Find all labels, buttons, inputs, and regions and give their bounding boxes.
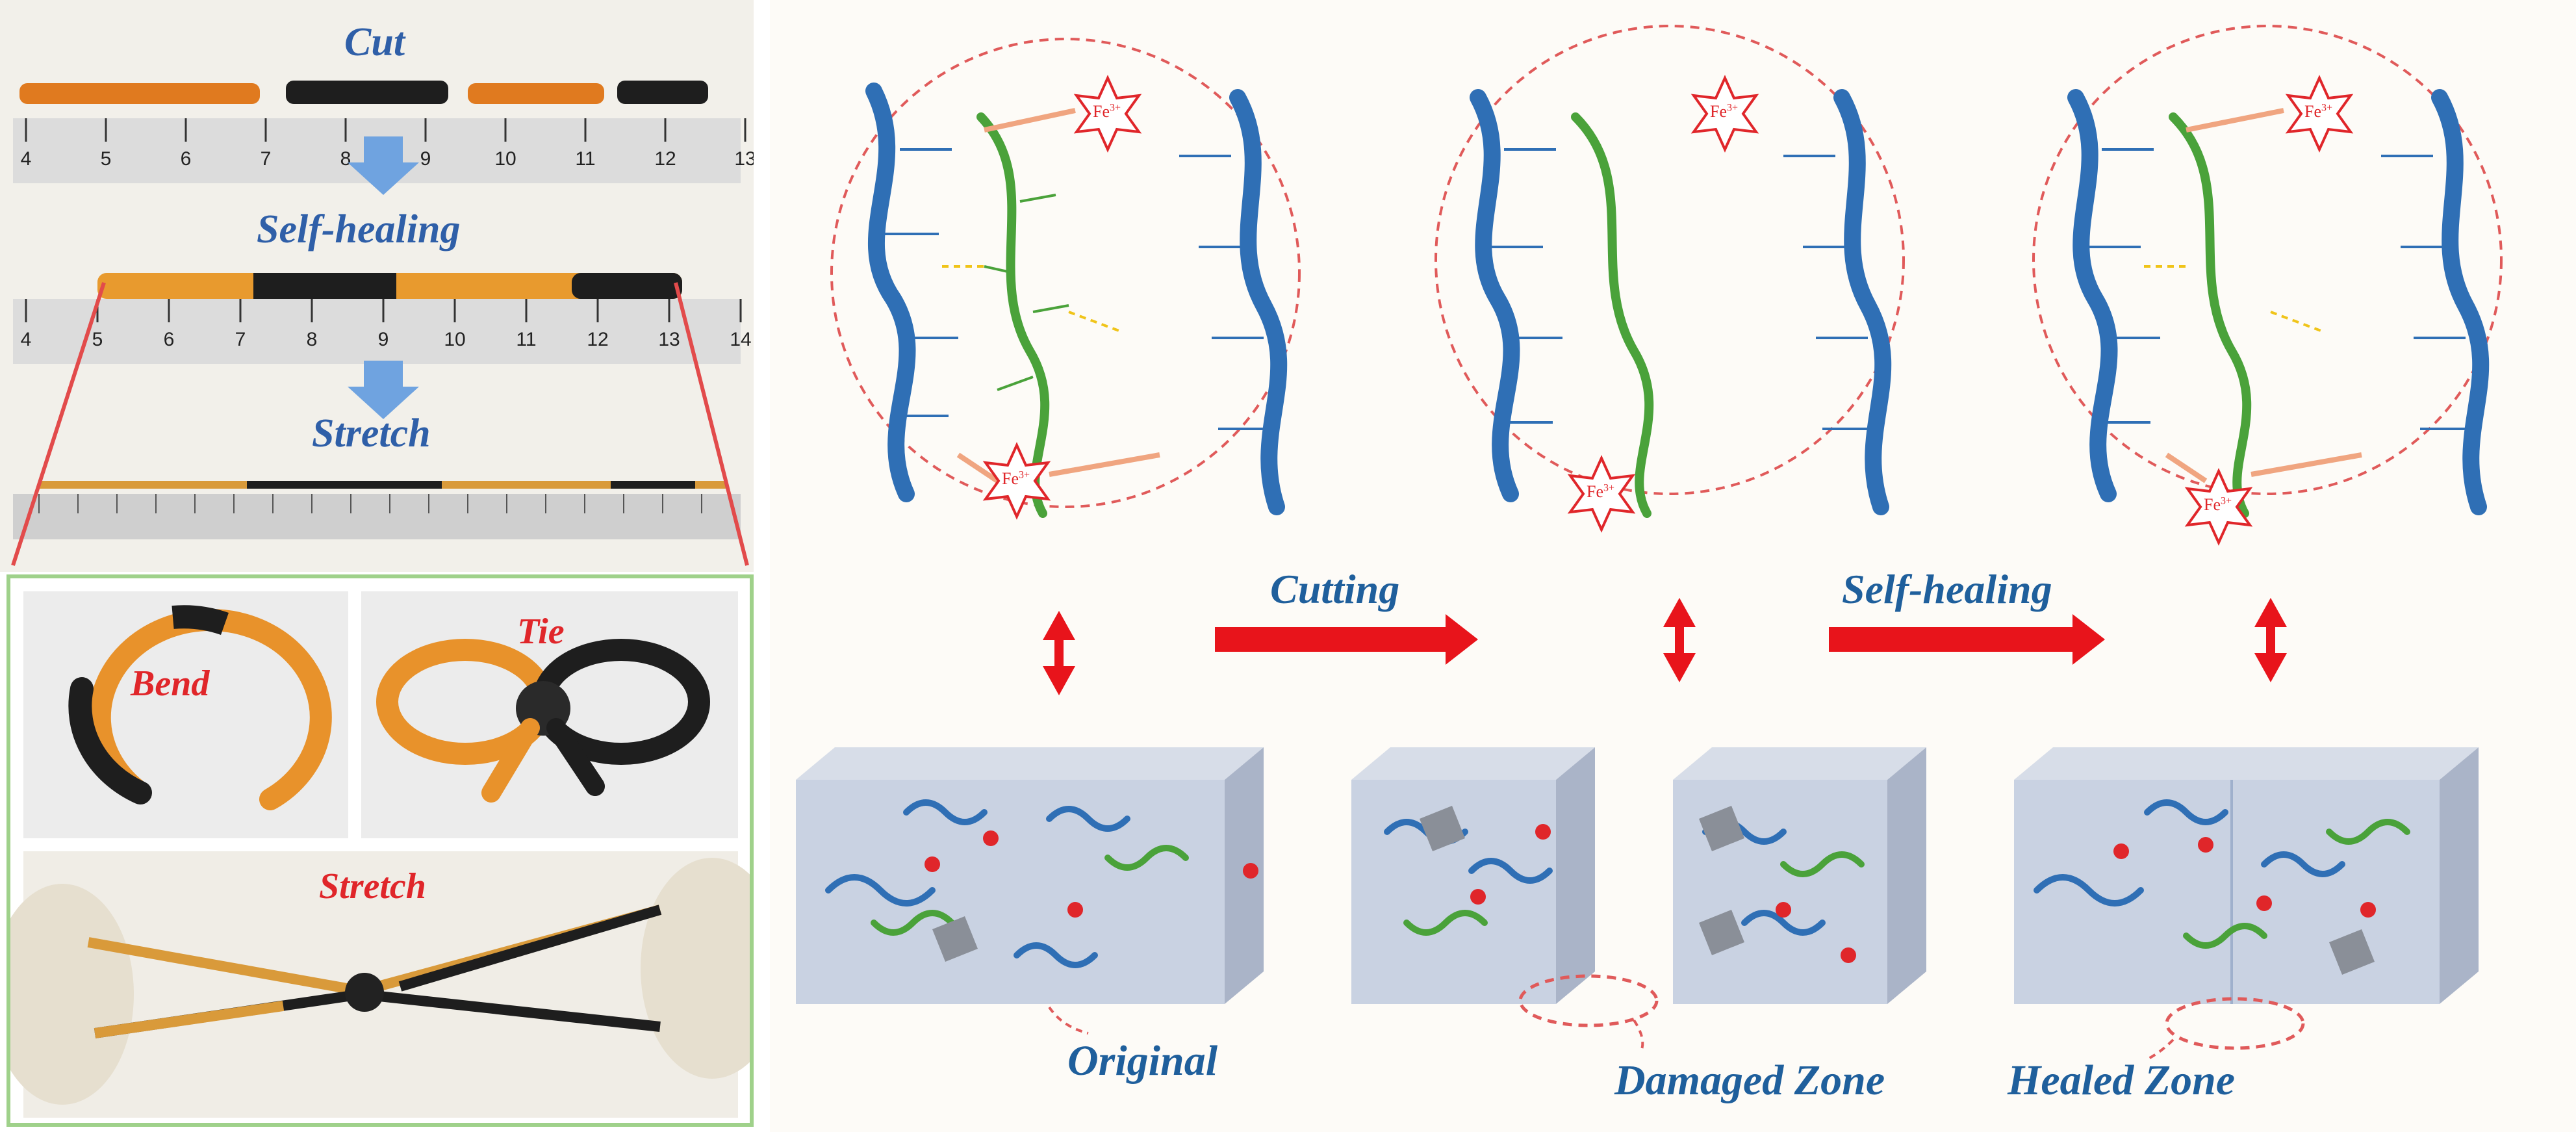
blue-chain-right [1229, 89, 1288, 515]
ruler-tick-label: 4 [21, 148, 32, 170]
ruler-tick-label: 13 [734, 148, 754, 170]
tie-label: Tie [517, 611, 565, 652]
bend-label: Bend [131, 663, 210, 704]
original-label: Original [1067, 1037, 1218, 1085]
schematic-svg [796, 25, 2503, 1061]
rod-orange-1 [19, 83, 260, 104]
schematic-panel: Fe3+ Fe3+ Fe3+ Fe3+ Fe3+ Fe3+ Cutting Se… [770, 0, 2576, 1132]
self-healing-arrow-icon [1829, 614, 2105, 665]
healed-zone-marker [2165, 997, 2305, 1050]
ruler-tick-label: 8 [340, 148, 351, 170]
fe-ion-label: Fe3+ [1002, 469, 1030, 488]
molecular-circle-healed [2032, 25, 2503, 544]
down-arrow-icon [348, 136, 419, 195]
self-healing-arrow-label: Self-healing [1842, 566, 2052, 612]
box-healed [2014, 747, 2479, 1004]
ruler-tick-label: 12 [654, 148, 676, 170]
top-left-photo-panel: 4 5 6 7 8 9 10 11 12 13 4 5 6 7 8 9 10 11 12 13 14 [0, 0, 754, 572]
rod-black-1 [286, 81, 448, 104]
ruler-tick-label: 9 [378, 329, 389, 350]
self-healing-label: Self-healing [257, 207, 461, 251]
molecular-circle-cut [1435, 25, 1905, 531]
stretch-label: Stretch [312, 411, 431, 456]
molecular-circle-original [830, 38, 1301, 518]
stretch-photo-label: Stretch [319, 866, 426, 907]
ruler-tick-label: 5 [92, 329, 103, 350]
zoom-line-left [11, 282, 106, 566]
stretch-knot [345, 973, 384, 1012]
ruler-tick-label: 11 [516, 329, 536, 350]
damaged-zone-marker [1518, 974, 1659, 1027]
fe-ion-label: Fe3+ [1093, 102, 1121, 121]
ruler-tick-label: 14 [730, 329, 751, 350]
double-arrow-icon [1043, 611, 1075, 695]
ruler-3 [13, 494, 741, 539]
bottom-left-photo-svg [10, 591, 750, 1118]
cut-label: Cut [344, 20, 405, 64]
ruler-tick-label: 4 [21, 329, 32, 350]
down-arrow-icon [348, 361, 419, 419]
ruler-tick-label: 10 [444, 329, 465, 350]
rod-black-2 [617, 81, 708, 104]
ruler-tick-label: 7 [235, 329, 246, 350]
double-arrow-icon [2254, 598, 2287, 682]
ruler-tick-label: 5 [101, 148, 112, 170]
ruler-tick-label: 6 [164, 329, 175, 350]
ruler-2 [13, 299, 741, 364]
bottom-left-photo-panel: Bend Tie Stretch [6, 574, 754, 1127]
cutting-arrow-icon [1215, 614, 1478, 665]
zoom-line-right [674, 282, 749, 566]
ruler-tick-label: 10 [494, 148, 516, 170]
blue-chain-left [865, 83, 916, 502]
double-arrow-icon [1663, 598, 1696, 682]
fe-ion-label: Fe3+ [2304, 102, 2333, 121]
ruler-tick-label: 9 [420, 148, 431, 170]
ruler-tick-label: 7 [261, 148, 272, 170]
ruler-tick-label: 6 [181, 148, 192, 170]
rod-orange-2 [468, 83, 604, 104]
ruler-tick-label: 8 [307, 329, 318, 350]
box-damaged-left [1351, 747, 1595, 1004]
cutting-label: Cutting [1270, 566, 1400, 612]
green-chain [976, 112, 1050, 518]
glove-left [10, 884, 134, 1105]
top-left-photo-svg: 4 5 6 7 8 9 10 11 12 13 4 5 6 7 8 9 10 11 12 13 14 [0, 0, 754, 572]
box-original [796, 747, 1264, 1004]
fe-ion-label: Fe3+ [1710, 102, 1739, 121]
ruler-tick-label: 13 [658, 329, 680, 350]
glove-right [641, 858, 750, 1079]
ruler-tick-label: 11 [575, 148, 595, 170]
ruler-tick-label: 12 [587, 329, 608, 350]
fe-ion-label: Fe3+ [2204, 495, 2232, 514]
damaged-zone-label: Damaged Zone [1614, 1057, 1885, 1104]
fe-ion-label: Fe3+ [1587, 482, 1615, 501]
healed-zone-label: Healed Zone [2008, 1057, 2236, 1104]
